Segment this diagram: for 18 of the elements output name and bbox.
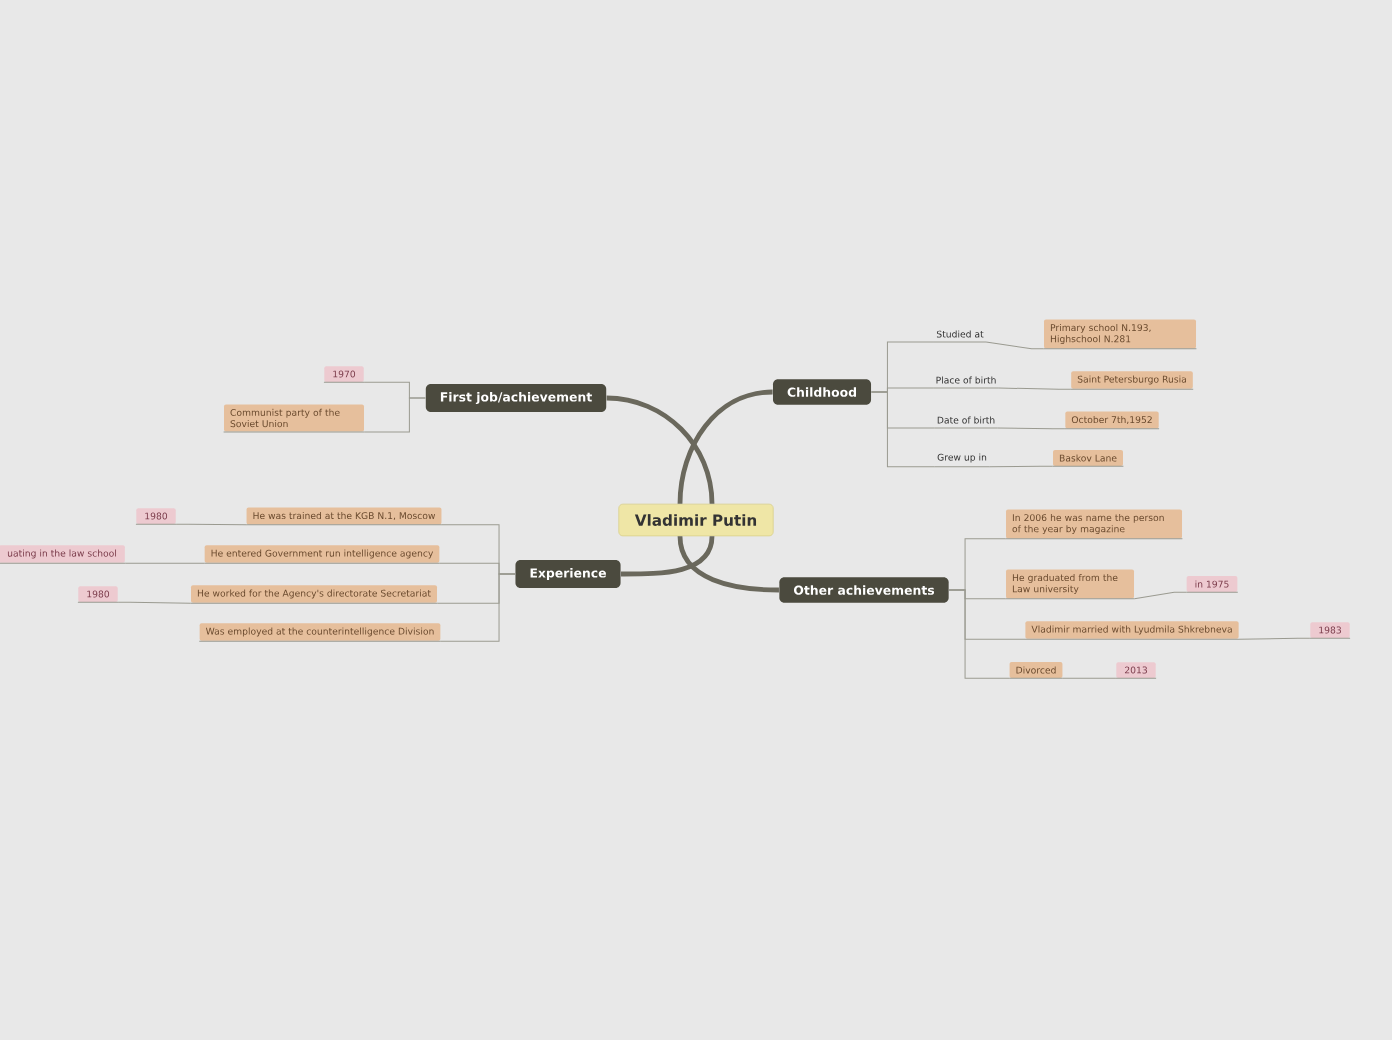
connector — [988, 465, 1054, 468]
connector — [1062, 677, 1117, 679]
connector — [677, 536, 779, 593]
connector — [440, 573, 516, 642]
connector — [677, 389, 773, 504]
connector — [363, 397, 426, 433]
connector — [117, 601, 192, 604]
connector — [1238, 637, 1311, 640]
connector — [998, 387, 1072, 390]
connector — [985, 341, 1045, 350]
connector — [606, 395, 715, 504]
connector — [124, 562, 205, 564]
connector — [175, 523, 247, 526]
connector — [948, 589, 1010, 679]
connector — [620, 536, 715, 577]
connector — [870, 391, 936, 468]
connector — [1133, 591, 1187, 600]
connector — [997, 427, 1066, 430]
